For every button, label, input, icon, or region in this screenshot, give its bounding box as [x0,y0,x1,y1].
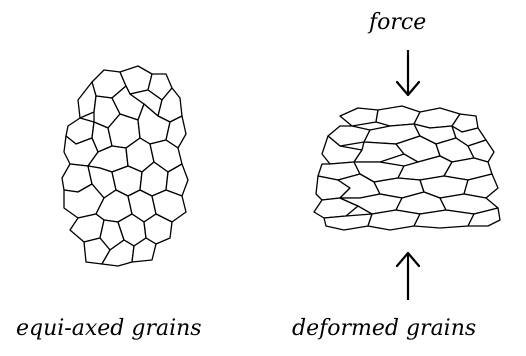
force-arrow-up [397,253,419,300]
force-arrow-down [397,50,419,95]
equi-axed-grains-caption: equi-axed grains [16,318,202,340]
equi-axed-grain [78,82,96,118]
deformed-grain-cluster [314,106,500,230]
deformed-grain [340,108,378,126]
deformed-grain [368,210,420,230]
deformed-grain [376,106,420,126]
deformed-grains-caption: deformed grains [292,318,476,340]
equi-axed-grain-cluster [62,66,188,266]
force-label: force [369,12,426,34]
